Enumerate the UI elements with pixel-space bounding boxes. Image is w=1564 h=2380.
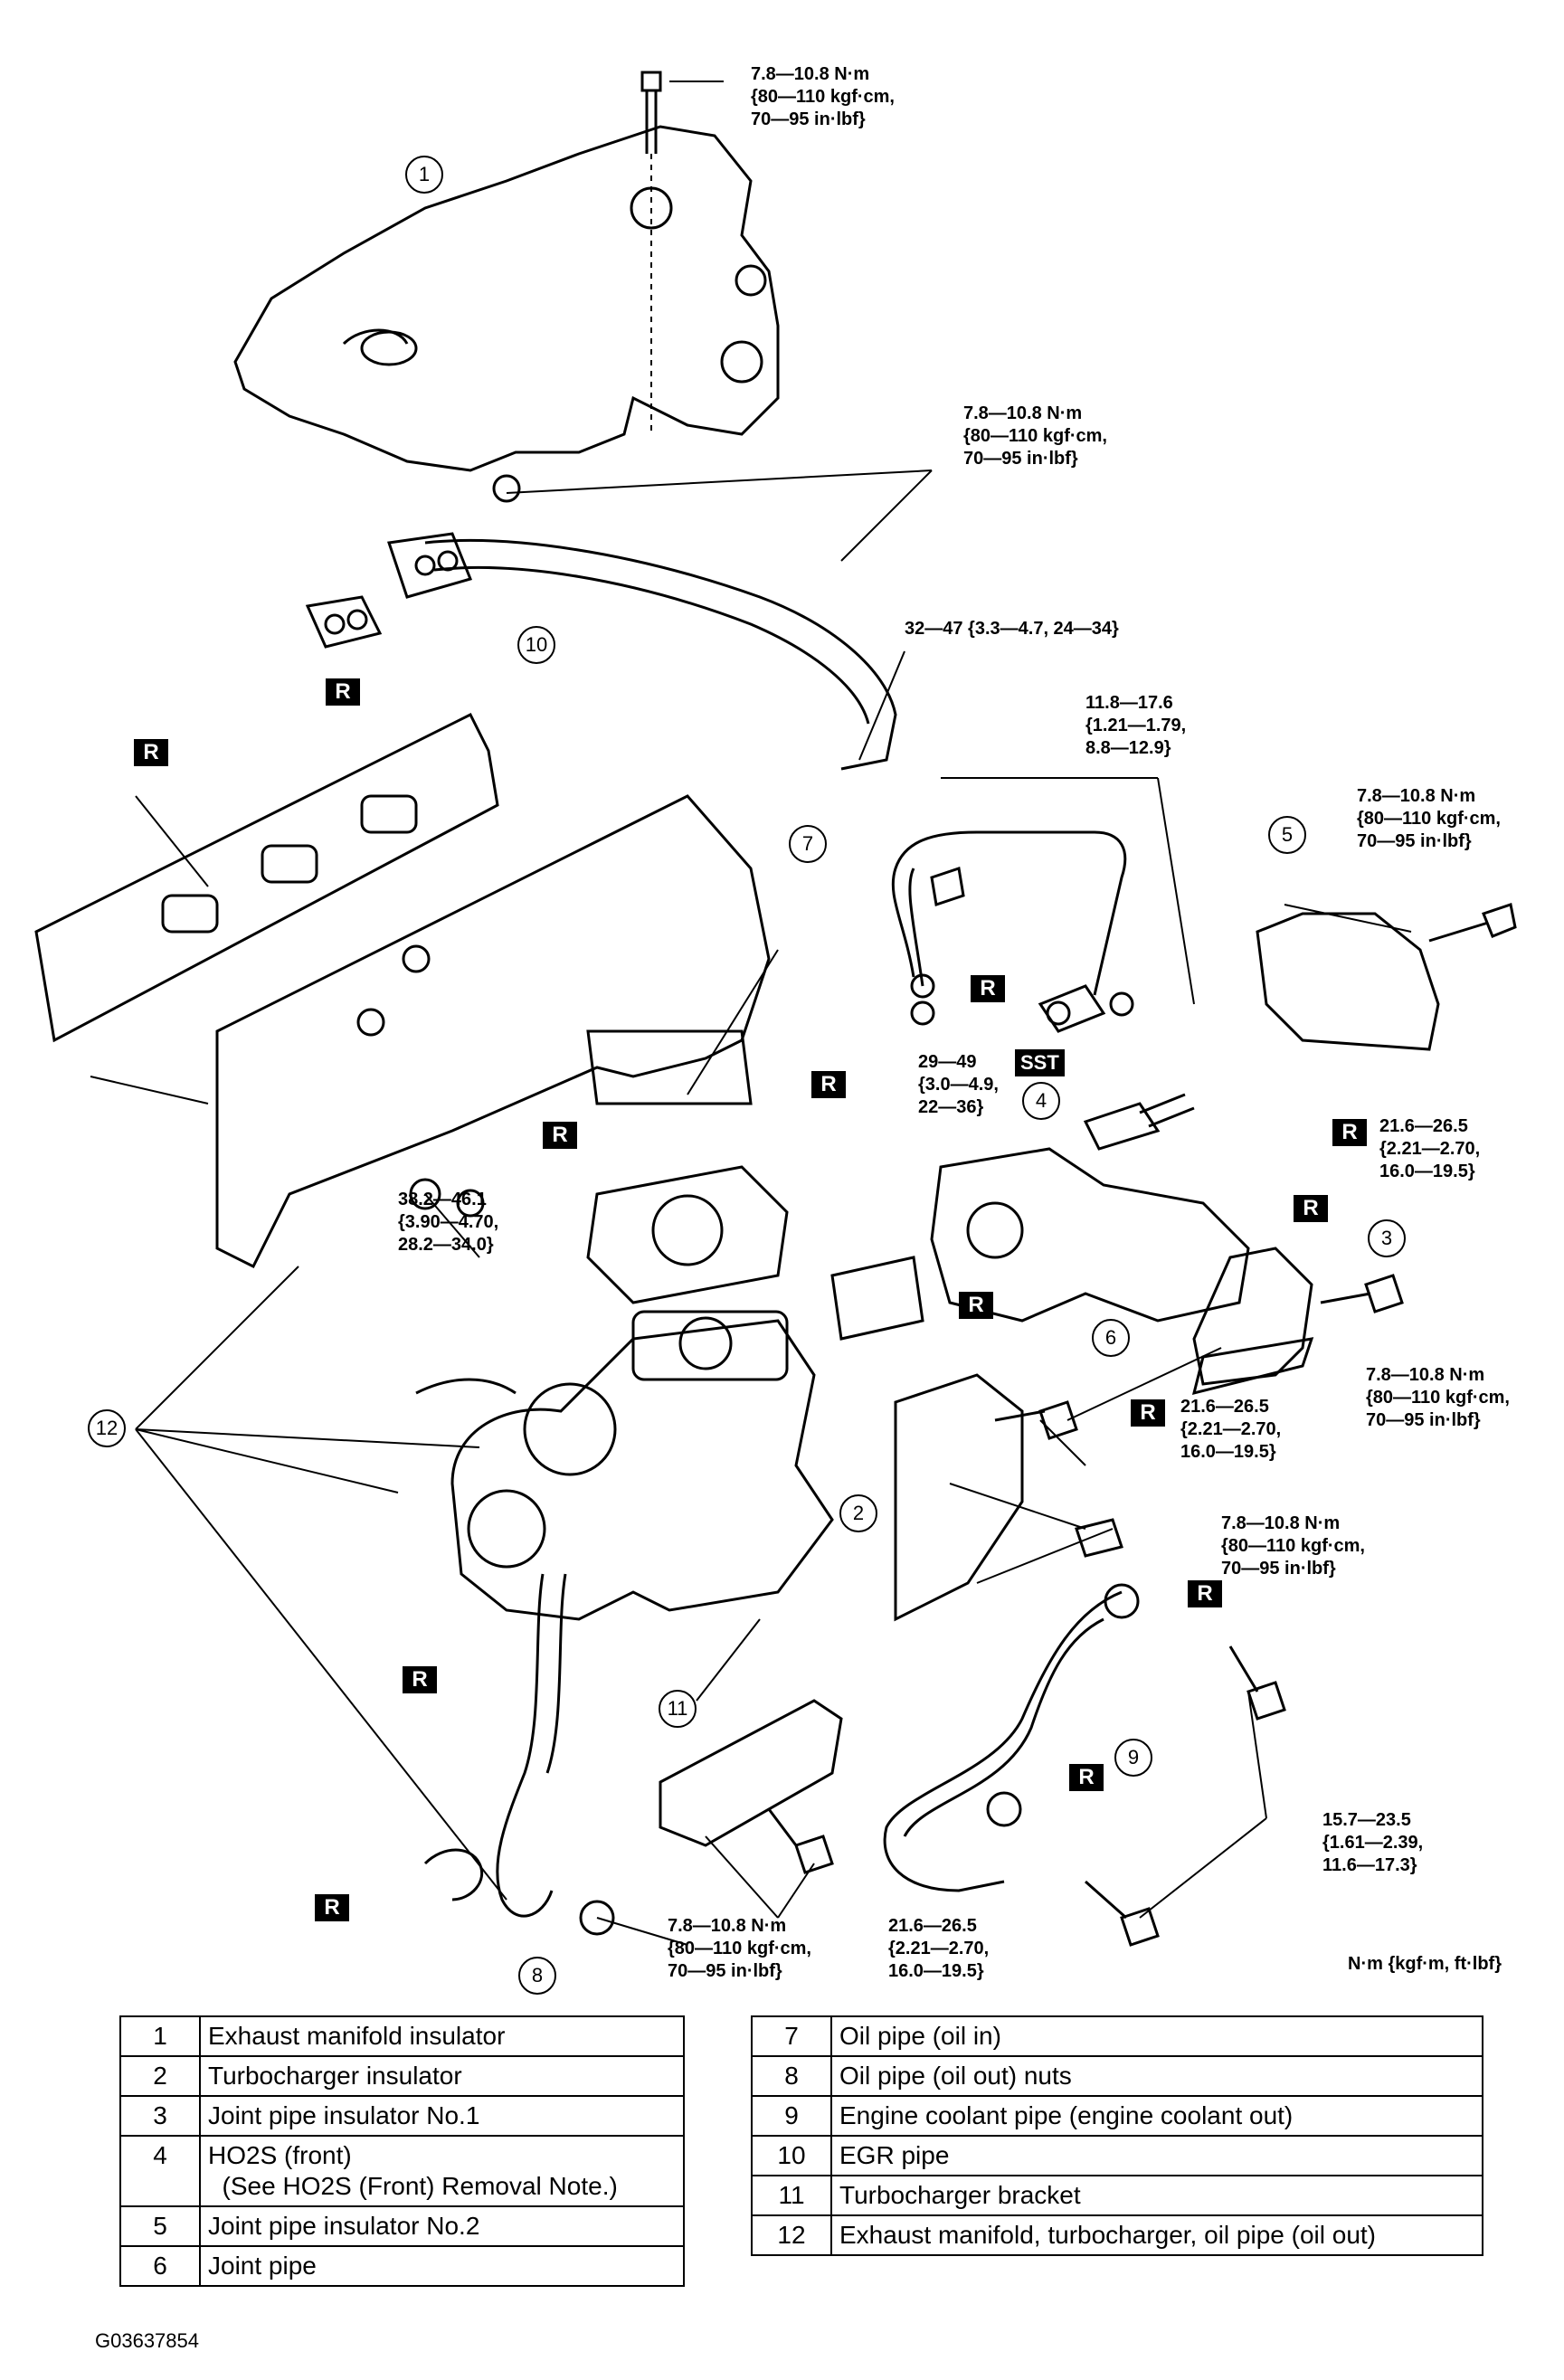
replace-marker: R <box>403 1666 437 1693</box>
callout-12: 12 <box>88 1409 126 1447</box>
legend-number: 12 <box>751 2214 832 2256</box>
legend-description: Turbocharger bracket <box>830 2175 1483 2216</box>
exhaust-manifold-insulator-shape <box>233 125 780 472</box>
joint-pipe-insulator-1-shape <box>1192 1247 1313 1386</box>
callout-1: 1 <box>405 156 443 194</box>
replace-marker: R <box>1069 1764 1104 1791</box>
replace-marker: R <box>1294 1195 1328 1222</box>
legend-description: Oil pipe (oil out) nuts <box>830 2055 1483 2097</box>
turbocharger-bracket-shape <box>659 1699 843 1847</box>
callout-6: 6 <box>1092 1319 1130 1357</box>
torque-spec: 15.7—23.5 {1.61—2.39, 11.6—17.3} <box>1322 1810 1424 1875</box>
legend-number: 4 <box>119 2135 201 2207</box>
replace-marker: R <box>543 1122 577 1149</box>
legend-description: HO2S (front) (See HO2S (Front) Removal N… <box>199 2135 685 2207</box>
torque-spec: 32—47 {3.3—4.7, 24—34} <box>905 619 1119 639</box>
oil-pipe-in-shape <box>891 830 1127 996</box>
torque-spec: 7.8—10.8 N·m {80—110 kgf·cm, 70—95 in·lb… <box>1357 786 1501 851</box>
replace-marker: R <box>134 739 168 766</box>
callout-3: 3 <box>1368 1219 1406 1257</box>
torque-spec: 7.8—10.8 N·m {80—110 kgf·cm, 70—95 in·lb… <box>668 1916 811 1981</box>
legend-description: Oil pipe (oil in) <box>830 2015 1483 2057</box>
legend-number: 9 <box>751 2095 832 2137</box>
callout-11: 11 <box>659 1690 697 1728</box>
replace-marker: R <box>811 1071 846 1098</box>
legend-description: EGR pipe <box>830 2135 1483 2176</box>
legend-number: 3 <box>119 2095 201 2137</box>
torque-spec: 38.2—46.1 {3.90—4.70, 28.2—34.0} <box>398 1190 499 1255</box>
torque-spec: 21.6—26.5 {2.21—2.70, 16.0—19.5} <box>888 1916 990 1981</box>
bolt-shape <box>640 71 662 154</box>
legend-number: 11 <box>751 2175 832 2216</box>
callout-2: 2 <box>839 1494 877 1532</box>
legend-number: 2 <box>119 2055 201 2097</box>
egr-pipe-shape <box>424 539 897 771</box>
legend-description: Engine coolant pipe (engine coolant out) <box>830 2095 1483 2137</box>
turbocharger-insulator-shape <box>894 1373 1024 1622</box>
engine-coolant-pipe-shape <box>883 1590 1123 1892</box>
figure-code: G03637854 <box>95 2329 199 2352</box>
legend-number: 1 <box>119 2015 201 2057</box>
units-note: N·m {kgf·m, ft·lbf} <box>1348 1954 1502 1974</box>
legend-number: 10 <box>751 2135 832 2176</box>
legend-number: 8 <box>751 2055 832 2097</box>
oil-pipe-out-shape <box>496 1573 554 1918</box>
replace-marker: R <box>1332 1119 1367 1146</box>
torque-spec: 21.6—26.5 {2.21—2.70, 16.0—19.5} <box>1379 1116 1481 1181</box>
legend-number: 7 <box>751 2015 832 2057</box>
manifold-gasket-shape <box>34 712 499 1043</box>
torque-spec: 21.6—26.5 {2.21—2.70, 16.0—19.5} <box>1180 1397 1282 1462</box>
torque-spec: 7.8—10.8 N·m {80—110 kgf·cm, 70—95 in·lb… <box>751 64 895 129</box>
callout-4: 4 <box>1022 1082 1060 1120</box>
legend-description: Joint pipe insulator No.1 <box>199 2095 685 2137</box>
legend-description: Exhaust manifold insulator <box>199 2015 685 2057</box>
callout-10: 10 <box>517 626 555 664</box>
callout-5: 5 <box>1268 816 1306 854</box>
legend-description: Joint pipe <box>199 2245 685 2287</box>
replace-marker: R <box>1188 1580 1222 1607</box>
callout-9: 9 <box>1114 1739 1152 1777</box>
torque-spec: 29—49 {3.0—4.9, 22—36} <box>918 1052 999 1117</box>
replace-marker: R <box>971 975 1005 1002</box>
callout-7: 7 <box>789 825 827 863</box>
exploded-parts-drawing <box>34 71 1517 1947</box>
legend-description: Joint pipe insulator No.2 <box>199 2205 685 2247</box>
exhaust-manifold-shape <box>215 794 771 1269</box>
replace-marker: R <box>1131 1399 1165 1427</box>
callout-8: 8 <box>518 1957 556 1995</box>
replace-marker: R <box>315 1894 349 1921</box>
sst-marker: SST <box>1015 1049 1065 1076</box>
joint-pipe-insulator-2-shape <box>1256 912 1440 1051</box>
legend-description: Turbocharger insulator <box>199 2055 685 2097</box>
turbocharger-shape <box>450 1319 834 1621</box>
torque-spec: 7.8—10.8 N·m {80—110 kgf·cm, 70—95 in·lb… <box>1366 1365 1510 1430</box>
replace-marker: R <box>959 1292 993 1319</box>
legend-number: 5 <box>119 2205 201 2247</box>
joint-pipe-shape <box>930 1147 1250 1323</box>
torque-spec: 7.8—10.8 N·m {80—110 kgf·cm, 70—95 in·lb… <box>1221 1513 1365 1579</box>
torque-spec: 7.8—10.8 N·m {80—110 kgf·cm, 70—95 in·lb… <box>963 403 1107 469</box>
legend-number: 6 <box>119 2245 201 2287</box>
torque-spec: 11.8—17.6 {1.21—1.79, 8.8—12.9} <box>1085 693 1187 758</box>
replace-marker: R <box>326 678 360 706</box>
legend-description: Exhaust manifold, turbocharger, oil pipe… <box>830 2214 1483 2256</box>
